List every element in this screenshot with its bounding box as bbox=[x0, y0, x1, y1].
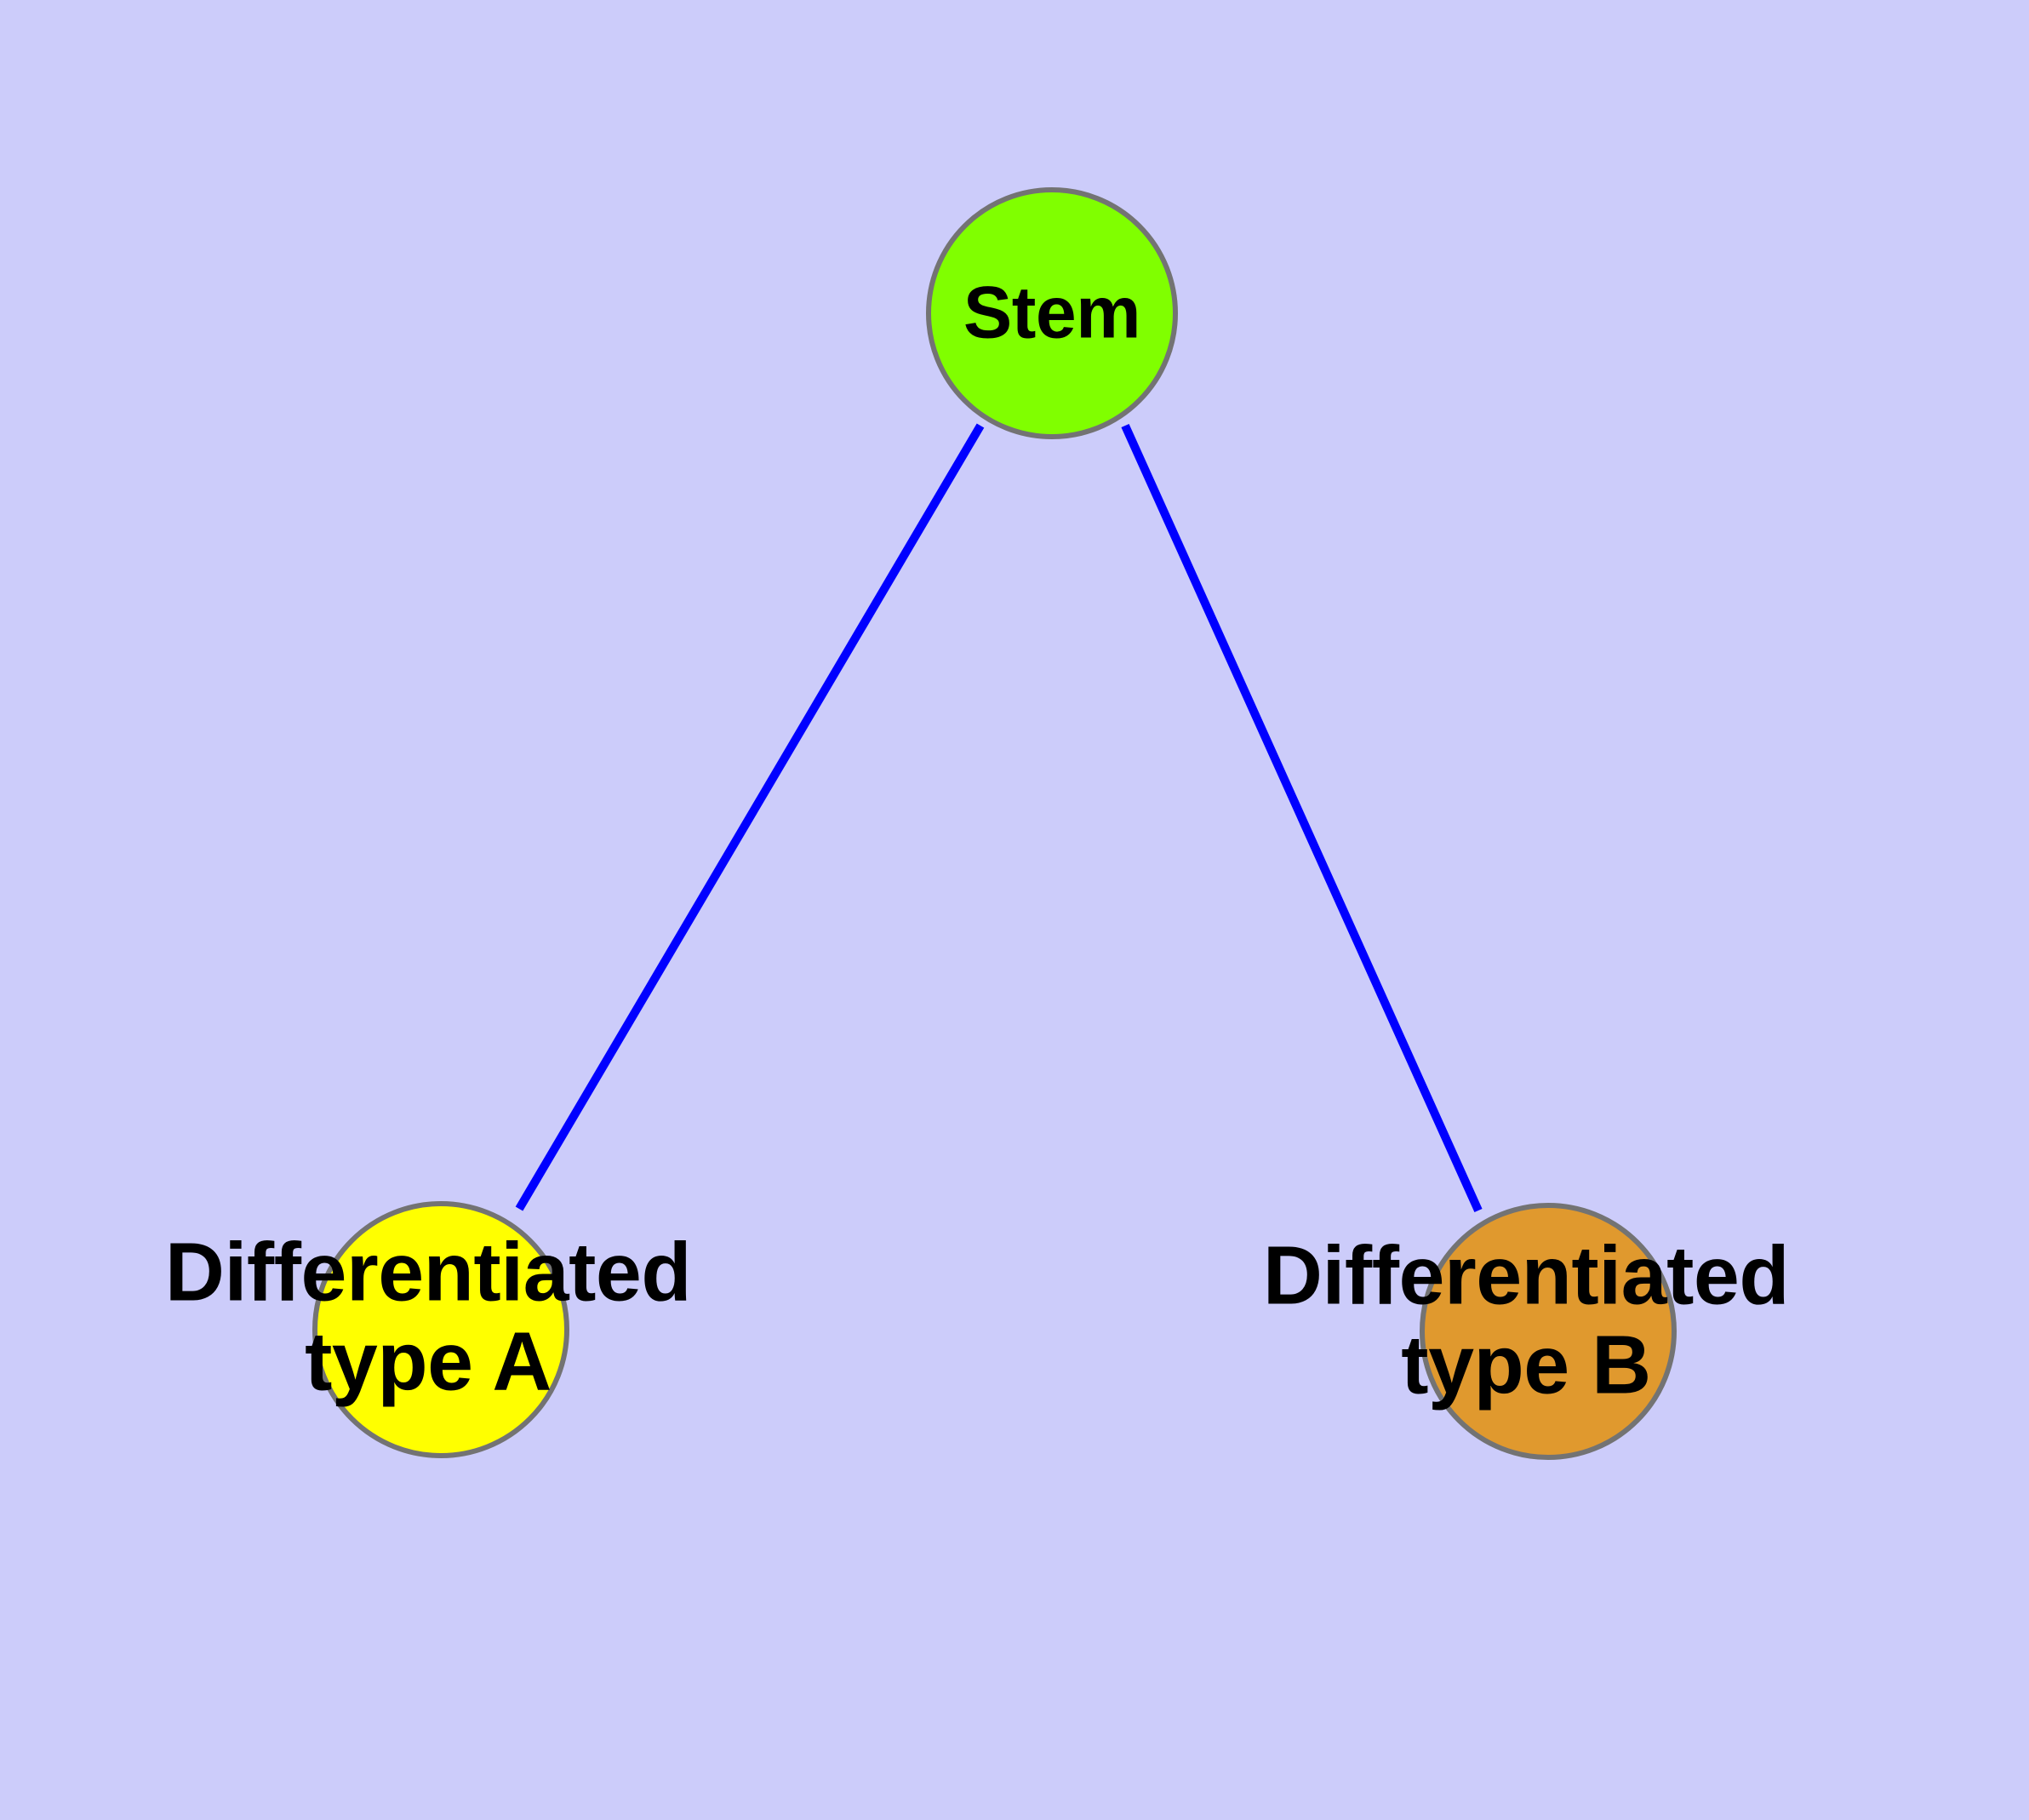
node-group bbox=[312, 187, 1677, 1460]
edge-stem-to-differentiated-type-b[interactable] bbox=[1121, 423, 1483, 1213]
edge-group bbox=[515, 423, 1483, 1213]
node-stem[interactable] bbox=[926, 187, 1178, 439]
node-differentiated-type-a[interactable] bbox=[312, 1201, 569, 1458]
edge-stem-to-differentiated-type-a[interactable] bbox=[515, 423, 985, 1211]
node-differentiated-type-b[interactable] bbox=[1420, 1203, 1677, 1460]
